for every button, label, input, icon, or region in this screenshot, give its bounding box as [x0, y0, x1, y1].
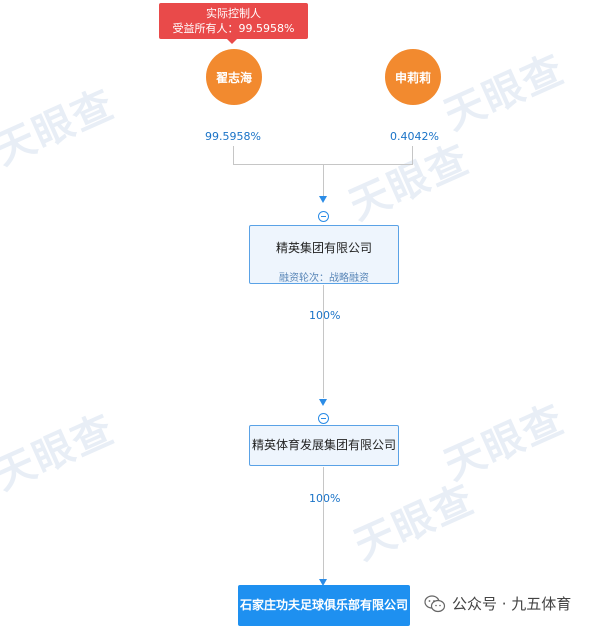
- watermark: 天眼查: [434, 37, 573, 141]
- controller-tag-ownership: 受益所有人：99.5958%: [172, 22, 295, 35]
- connector: [323, 285, 324, 398]
- financing-round: 融资轮次：战略融资: [279, 273, 369, 284]
- collapse-icon[interactable]: [318, 211, 329, 222]
- collapse-icon[interactable]: [318, 413, 329, 424]
- arrow-down-icon: [319, 579, 327, 586]
- company-name: 石家庄功夫足球俱乐部有限公司: [239, 598, 408, 612]
- connector: [412, 146, 413, 164]
- watermark-text: 天眼查: [437, 46, 572, 140]
- wechat-icon: [424, 594, 446, 612]
- company-name: 精英集团有限公司: [275, 241, 372, 255]
- controller-tag-title: 实际控制人: [206, 7, 261, 20]
- connector: [323, 467, 324, 579]
- shareholder-percent-1: 99.5958%: [205, 130, 261, 143]
- arrow-down-icon: [319, 196, 327, 203]
- actual-controller-tag: 实际控制人 受益所有人：99.5958%: [159, 3, 308, 39]
- holding-percent-1: 100%: [309, 309, 341, 322]
- connector: [233, 146, 234, 164]
- watermark-text: 天眼查: [0, 81, 122, 175]
- watermark-text: 天眼查: [0, 406, 122, 500]
- shareholder-name: 翟志海: [215, 70, 252, 85]
- watermark: 天眼查: [344, 467, 483, 571]
- shareholder-node-1[interactable]: 翟志海: [206, 49, 262, 105]
- shareholder-name: 申莉莉: [394, 70, 431, 85]
- holding-percent-2: 100%: [309, 492, 341, 505]
- source-credit: 公众号 · 九五体育: [424, 593, 571, 614]
- company-node-2[interactable]: 精英体育发展集团有限公司: [249, 425, 399, 466]
- tag-pointer: [226, 38, 238, 44]
- arrow-down-icon: [319, 399, 327, 406]
- watermark: 天眼查: [0, 397, 122, 501]
- watermark-text: 天眼查: [342, 136, 477, 230]
- watermark: 天眼查: [0, 72, 122, 176]
- shareholder-percent-2: 0.4042%: [390, 130, 439, 143]
- connector: [323, 164, 324, 196]
- watermark-text: 天眼查: [347, 476, 482, 570]
- credit-text: 公众号 · 九五体育: [452, 595, 572, 613]
- shareholder-node-2[interactable]: 申莉莉: [385, 49, 441, 105]
- company-node-1[interactable]: 精英集团有限公司 融资轮次：战略融资: [249, 225, 399, 284]
- company-name: 精英体育发展集团有限公司: [251, 438, 396, 452]
- company-node-3[interactable]: 石家庄功夫足球俱乐部有限公司: [238, 585, 410, 626]
